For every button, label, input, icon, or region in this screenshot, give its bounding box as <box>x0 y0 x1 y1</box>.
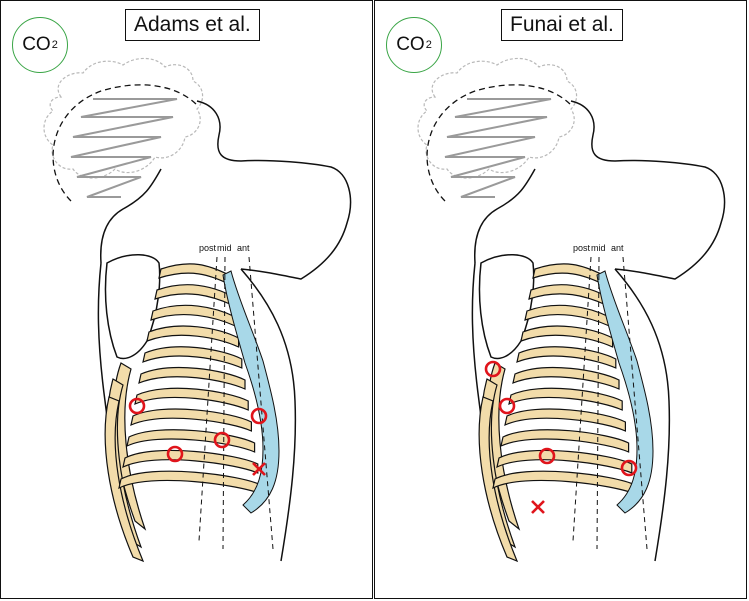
rib-front <box>500 429 630 453</box>
costal-cartilage <box>222 270 280 514</box>
lung-zigzag <box>70 98 178 198</box>
rib-front <box>146 325 240 348</box>
mid-line <box>222 256 226 550</box>
mid-label: mid <box>217 243 232 253</box>
lung-boundary <box>426 84 572 202</box>
rib-front <box>134 387 249 411</box>
rib-front <box>126 429 256 453</box>
rib-front <box>158 263 230 285</box>
ant-line <box>248 256 274 550</box>
mid-line <box>596 256 600 550</box>
marker-circle <box>538 447 556 465</box>
scapula <box>104 254 161 360</box>
marker-circle <box>213 431 231 449</box>
rib-front <box>130 408 252 432</box>
lung-boundary <box>52 84 198 202</box>
rib-front <box>504 408 626 432</box>
post-label: post <box>199 243 217 253</box>
arm-outline <box>570 100 726 280</box>
marker-circle <box>128 397 146 415</box>
marker-circle <box>484 360 502 378</box>
rib-front <box>520 325 614 348</box>
co2-label: CO <box>22 34 51 55</box>
lung-cloud <box>417 57 578 179</box>
anatomy-illustration: post mid ant <box>417 57 726 563</box>
marker-cross <box>531 500 545 514</box>
marker-circle <box>250 407 268 425</box>
co2-subscript: 2 <box>425 39 432 51</box>
marker-cross <box>252 462 266 476</box>
ant-label: ant <box>237 243 250 253</box>
rib-front <box>516 346 617 369</box>
panel-title: Adams et al. <box>125 9 260 41</box>
rib-front <box>150 304 236 327</box>
rib-front <box>496 449 633 474</box>
marker-circle <box>166 445 184 463</box>
co2-subscript: 2 <box>51 39 58 51</box>
neck-outline <box>474 168 536 264</box>
lung-zigzag <box>444 98 552 198</box>
rib-front <box>512 366 620 390</box>
rib-front <box>142 346 243 369</box>
post-line <box>572 256 592 542</box>
lung-cloud <box>43 57 204 179</box>
marker-circle <box>620 459 638 477</box>
rib-front <box>154 284 233 306</box>
post-label: post <box>573 243 591 253</box>
anatomy-illustration: post mid ant <box>43 57 352 563</box>
rib-front <box>492 470 636 495</box>
rib-front <box>122 449 259 474</box>
rib-front <box>524 304 610 327</box>
co2-label: CO <box>396 34 425 55</box>
rib-back-3 <box>104 396 145 563</box>
rib-front <box>138 366 246 390</box>
neck-outline <box>100 168 162 264</box>
post-line <box>198 256 218 542</box>
rib-front <box>508 387 623 411</box>
arm-outline <box>196 100 352 280</box>
ant-line <box>622 256 648 550</box>
mid-label: mid <box>591 243 606 253</box>
ant-label: ant <box>611 243 624 253</box>
scapula <box>478 254 535 360</box>
rib-back-3 <box>478 396 519 563</box>
costal-cartilage <box>596 270 654 514</box>
rib-front <box>528 284 607 306</box>
rib-front <box>532 263 604 285</box>
rib-front <box>118 470 262 495</box>
marker-circle <box>498 397 516 415</box>
panel-title: Funai et al. <box>501 9 623 41</box>
